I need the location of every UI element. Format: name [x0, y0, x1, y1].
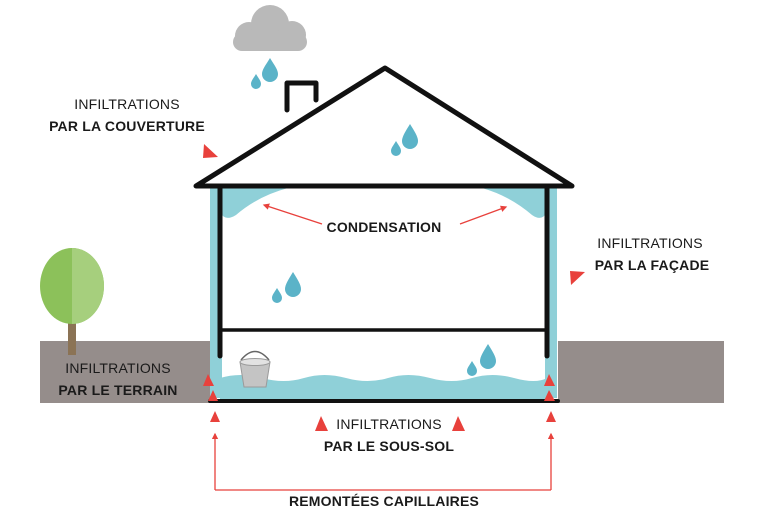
arrow-icon — [203, 144, 218, 158]
bucket-icon — [239, 350, 271, 388]
label-facade-line1: INFILTRATIONS — [597, 235, 703, 251]
arrows — [211, 203, 555, 491]
arrow-icon — [210, 411, 220, 422]
arrow-icon — [544, 390, 555, 401]
house-outline — [193, 65, 575, 403]
raindrop-icon — [272, 288, 282, 303]
cloud-icon — [233, 5, 307, 51]
arrow-icon — [315, 416, 328, 431]
arrow-icon — [203, 374, 214, 386]
raindrop-icon — [402, 124, 418, 149]
raindrop-icon — [391, 141, 401, 156]
label-terrain-line2: PAR LE TERRAIN — [58, 382, 177, 398]
arrow-icon — [262, 203, 323, 225]
label-facade-line2: PAR LA FAÇADE — [595, 257, 710, 273]
label-terrain-line1: INFILTRATIONS — [65, 360, 171, 376]
arrow-icon — [452, 416, 465, 431]
raindrop-icon — [285, 272, 301, 297]
arrow-icon — [459, 205, 508, 225]
arrow-icon — [544, 374, 555, 386]
label-roof-line2: PAR LA COUVERTURE — [49, 118, 205, 134]
raindrop-icon — [251, 74, 261, 89]
label-capillary: REMONTÉES CAPILLAIRES — [289, 493, 479, 509]
arrow-icon — [208, 390, 218, 401]
raindrop-icon — [480, 344, 496, 369]
ground-right — [558, 341, 724, 403]
label-basement-line1: INFILTRATIONS — [336, 416, 442, 432]
raindrop-icon — [467, 361, 477, 376]
label-condensation: CONDENSATION — [327, 219, 442, 235]
label-basement-line2: PAR LE SOUS-SOL — [324, 438, 455, 454]
label-roof-line1: INFILTRATIONS — [74, 96, 180, 112]
arrowheads — [203, 144, 585, 431]
arrow-icon — [546, 411, 556, 422]
tree-icon — [40, 248, 104, 355]
arrow-icon — [570, 271, 585, 285]
raindrop-icon — [262, 58, 278, 82]
